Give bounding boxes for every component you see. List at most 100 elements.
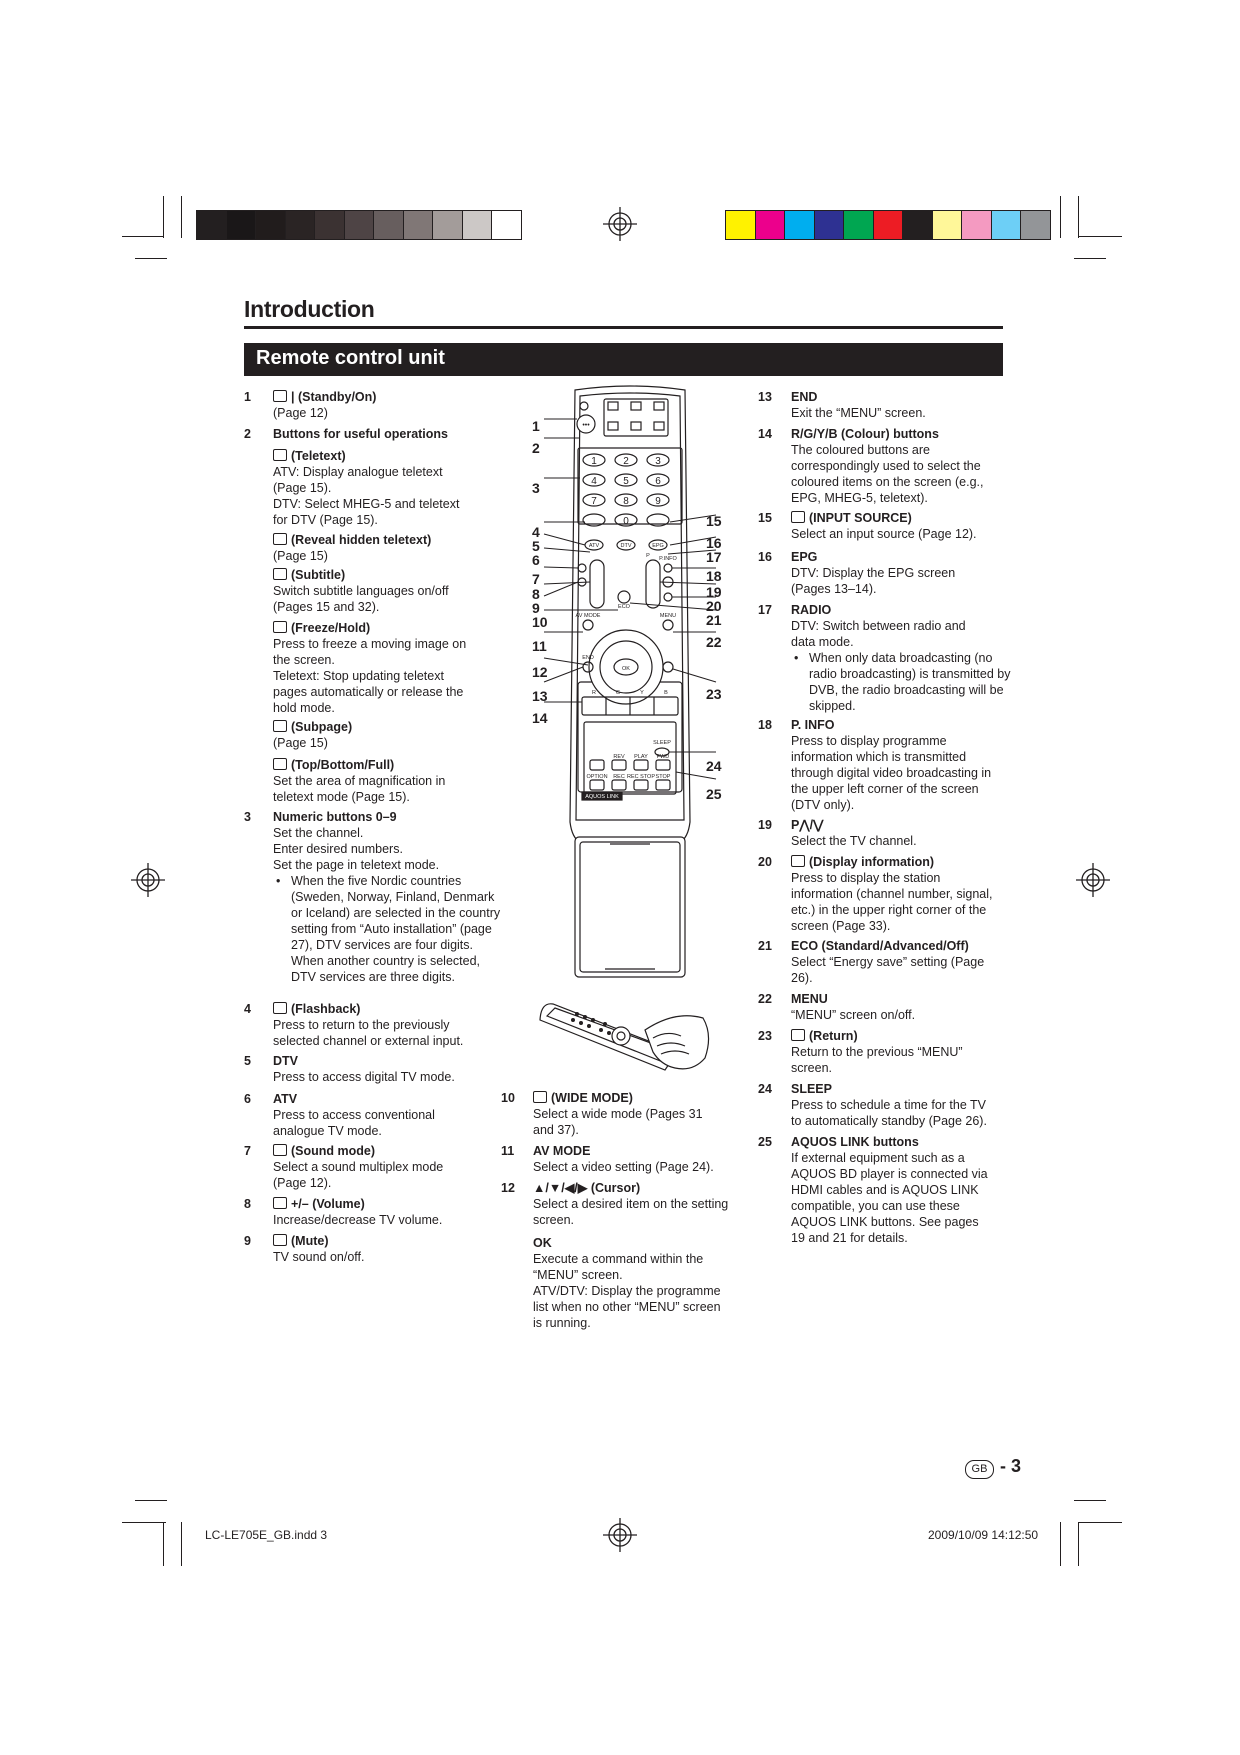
entry-text: Switch subtitle languages on/off (273, 584, 449, 598)
entry-label: (Return) (791, 1028, 1021, 1044)
entry-label: ECO (Standard/Advanced/Off) (791, 939, 969, 954)
teletext-icon (273, 448, 287, 461)
calibration-swatch (902, 210, 933, 240)
volume-icon (273, 1197, 287, 1210)
entry-label: P. INFO (791, 718, 835, 733)
svg-text:SLEEP: SLEEP (653, 740, 671, 746)
entry-text: Teletext: Stop updating teletext (273, 668, 444, 683)
calibration-swatch (725, 210, 756, 240)
callout-number: 1 (532, 418, 540, 434)
topbottom-icon (273, 757, 287, 770)
page-number: - 3 (1000, 1456, 1022, 1476)
entry-text: (Pages 15 and 32). (273, 600, 380, 614)
entry-text: (Pages 13–14). (791, 582, 877, 597)
entry-text: Enter desired numbers. (273, 842, 403, 857)
callout-number: 20 (706, 598, 722, 614)
entry-bullet: When only data broadcasting (no radio br… (791, 650, 1021, 714)
mute-icon (273, 1234, 287, 1247)
callout-number: 17 (706, 549, 722, 565)
svg-text:•••: ••• (582, 422, 590, 429)
callout-number: 14 (532, 710, 548, 726)
callout-number: 5 (532, 538, 540, 554)
svg-text:5: 5 (623, 476, 629, 487)
entry-text: EPG, MHEG-5, teletext). (791, 491, 928, 506)
svg-text:B: B (664, 690, 668, 696)
callout-number: 23 (706, 686, 722, 702)
entry-text: Exit the “MENU” screen. (791, 406, 926, 420)
svg-text:ECO: ECO (618, 604, 631, 610)
entry-text: and 37). (533, 1123, 579, 1137)
entry-number: 21 (758, 939, 772, 954)
calibration-swatch (961, 210, 992, 240)
footer-filename: LC-LE705E_GB.indd 3 (205, 1528, 328, 1542)
entry-text: compatible, you can use these (791, 1198, 960, 1213)
entry-text: Set the channel. (273, 826, 364, 841)
entry-number: 6 (244, 1091, 251, 1106)
entry-text: Set the area of magnification in (273, 773, 446, 788)
entry-text: information which is transmitted (791, 750, 967, 765)
entry-text: AQUOS LINK buttons. See pages (791, 1214, 979, 1229)
callout-number: 8 (532, 586, 540, 602)
calibration-swatch (402, 210, 433, 240)
callout-number: 16 (706, 535, 722, 551)
calibration-swatch (1020, 210, 1051, 240)
callout-number: 24 (706, 758, 722, 774)
entry-text: etc.) in the upper right corner of the (791, 903, 987, 918)
power-icon (579, 401, 589, 411)
entry-text: Press to access conventional (273, 1107, 435, 1122)
calibration-swatch (343, 210, 374, 240)
entry-label: ▲/▼/◀/▶ (Cursor) (533, 1181, 641, 1195)
hand-holding-remote-illustration (539, 1003, 710, 1071)
entry-label: (Teletext) (273, 448, 503, 464)
svg-text:7: 7 (591, 496, 597, 507)
entry-text: Select the TV channel. (791, 834, 917, 848)
entry-label: Buttons for useful operations (273, 427, 448, 442)
entry-number: 13 (758, 390, 772, 404)
entry-text: Select “Energy save” setting (Page (791, 955, 985, 970)
svg-text:R: R (592, 690, 596, 696)
entry-number: 2 (244, 427, 251, 442)
entry-label: (INPUT SOURCE) (791, 510, 1021, 526)
calibration-swatch (491, 210, 522, 240)
entry-text: (Page 15). (273, 480, 332, 495)
entry-label: (Reveal hidden teletext) (273, 532, 503, 548)
entry-text: “MENU” screen. (533, 1267, 623, 1282)
entry-text: Set the page in teletext mode. (273, 858, 440, 873)
svg-text:G: G (616, 690, 620, 696)
entry-text: pages automatically or release the (273, 684, 464, 699)
svg-text:OPTION: OPTION (586, 774, 607, 780)
entry-number: 1 (244, 390, 251, 404)
calibration-swatch (754, 210, 785, 240)
entry-number: 24 (758, 1082, 772, 1096)
section-title: Remote control unit (256, 347, 445, 369)
entry-number: 9 (244, 1234, 251, 1249)
callout-number: 21 (706, 612, 722, 628)
entry-label: ATV (273, 1091, 298, 1106)
svg-text:9: 9 (655, 496, 661, 507)
entry-bullet: When the five Nordic countries (Sweden, … (273, 873, 503, 985)
entry-text: AQUOS BD player is connected via (791, 1166, 988, 1181)
?-icon (273, 532, 287, 545)
entry-label: AQUOS LINK buttons (791, 1134, 919, 1149)
entry-label: (Subpage) (273, 719, 503, 735)
power-icon (273, 390, 287, 402)
entry-number: 10 (501, 1091, 515, 1105)
svg-text:3: 3 (655, 456, 661, 467)
entry-number: 23 (758, 1029, 772, 1044)
svg-text:ATV: ATV (589, 543, 600, 549)
entry-text: the screen. (273, 652, 335, 667)
svg-text:2: 2 (623, 456, 629, 467)
entry-number: 8 (244, 1197, 251, 1212)
calibration-swatch (461, 210, 492, 240)
entry-text: DTV: Select MHEG-5 and teletext (273, 496, 460, 511)
entry-number: 5 (244, 1054, 251, 1069)
entry-label: (Top/Bottom/Full) (273, 757, 503, 773)
page-title: Introduction (244, 296, 375, 322)
callout-number: 9 (532, 600, 540, 616)
entry-text: teletext mode (Page 15). (273, 789, 410, 804)
svg-text:OK: OK (622, 666, 630, 672)
entry-text: screen (Page 33). (791, 919, 891, 934)
footer-datetime: 2009/10/09 14:12:50 (928, 1528, 1039, 1542)
entry-text: Select an input source (Page 12). (791, 527, 977, 542)
